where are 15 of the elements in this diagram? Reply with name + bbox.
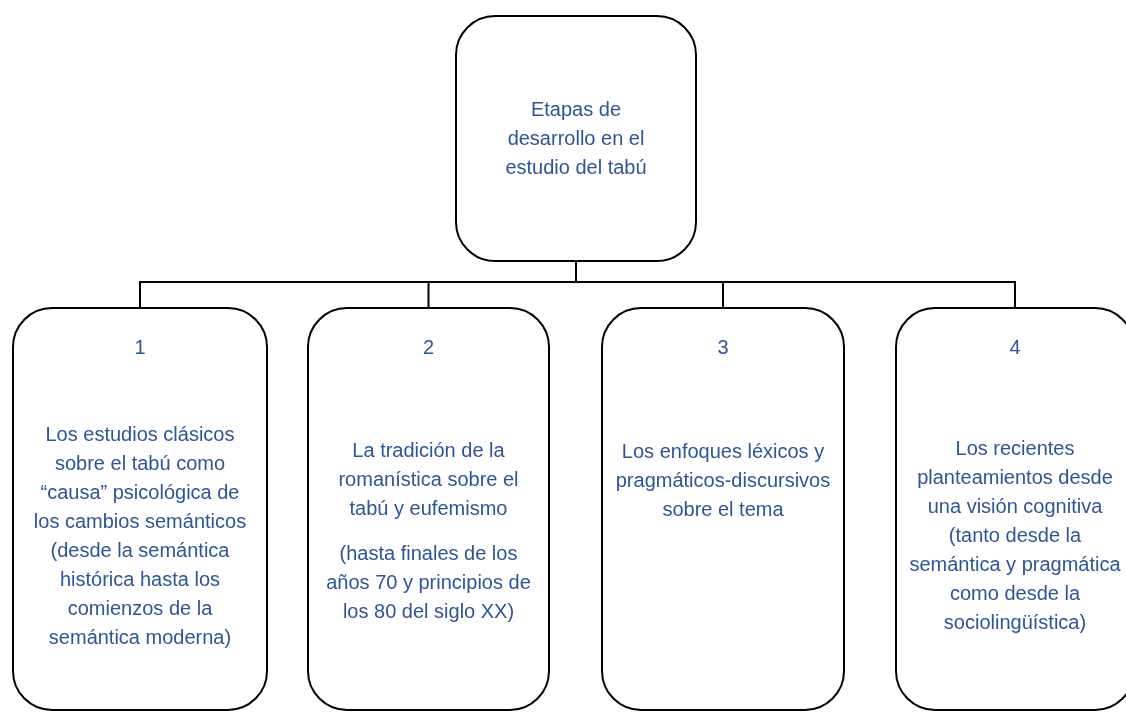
stage-box <box>455 15 697 262</box>
stage-box <box>307 307 550 711</box>
stage-number: 1 <box>134 335 146 360</box>
stage-description: Los recientes planteamientos desde una visión cognitiva (tanto desde la semántica y pragmática como desde la sociolingüística) <box>909 436 1121 635</box>
stage-description: La tradición de la romanística sobre el tabú y eufemismo <box>337 437 520 521</box>
stage-number: 4 <box>1009 335 1021 360</box>
stage-box <box>12 307 268 711</box>
stage-description: Los estudios clásicos sobre el tabú como “causa” psicológica de los cambios semánticos (desde la semántica histórica hasta los comienzos de la semántica moderna) <box>32 421 248 650</box>
stage-description: Los enfoques léxicos y pragmáticos-discursivos sobre el tema <box>615 439 831 522</box>
stage-box <box>895 307 1126 711</box>
stage-number: 2 <box>422 335 435 360</box>
stage-description: (hasta finales de los años 70 y principios de los 80 del siglo XX) <box>325 540 532 624</box>
stage-box <box>601 307 845 711</box>
stage-number: 3 <box>717 335 729 360</box>
box-title: Etapas de desarrollo en el estudio del tabú <box>504 97 648 180</box>
